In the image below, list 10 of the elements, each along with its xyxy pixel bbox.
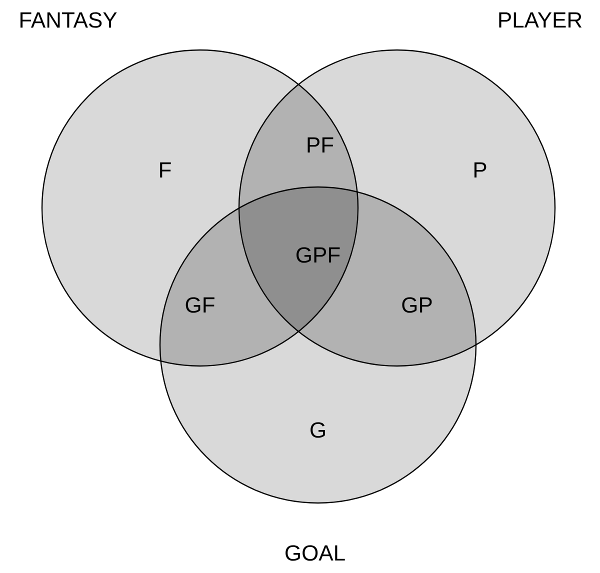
set-title: GOAL: [286, 545, 345, 561]
set-title: FANTASY: [20, 12, 117, 28]
region-label: F: [160, 162, 171, 178]
region-label: GP: [402, 297, 432, 313]
region-label: P: [474, 162, 486, 178]
region-label: PF: [308, 137, 334, 153]
region-label: GPF: [296, 247, 340, 263]
region-label: G: [310, 422, 325, 438]
region-label: GF: [186, 297, 214, 313]
set-title: PLAYER: [499, 12, 582, 28]
